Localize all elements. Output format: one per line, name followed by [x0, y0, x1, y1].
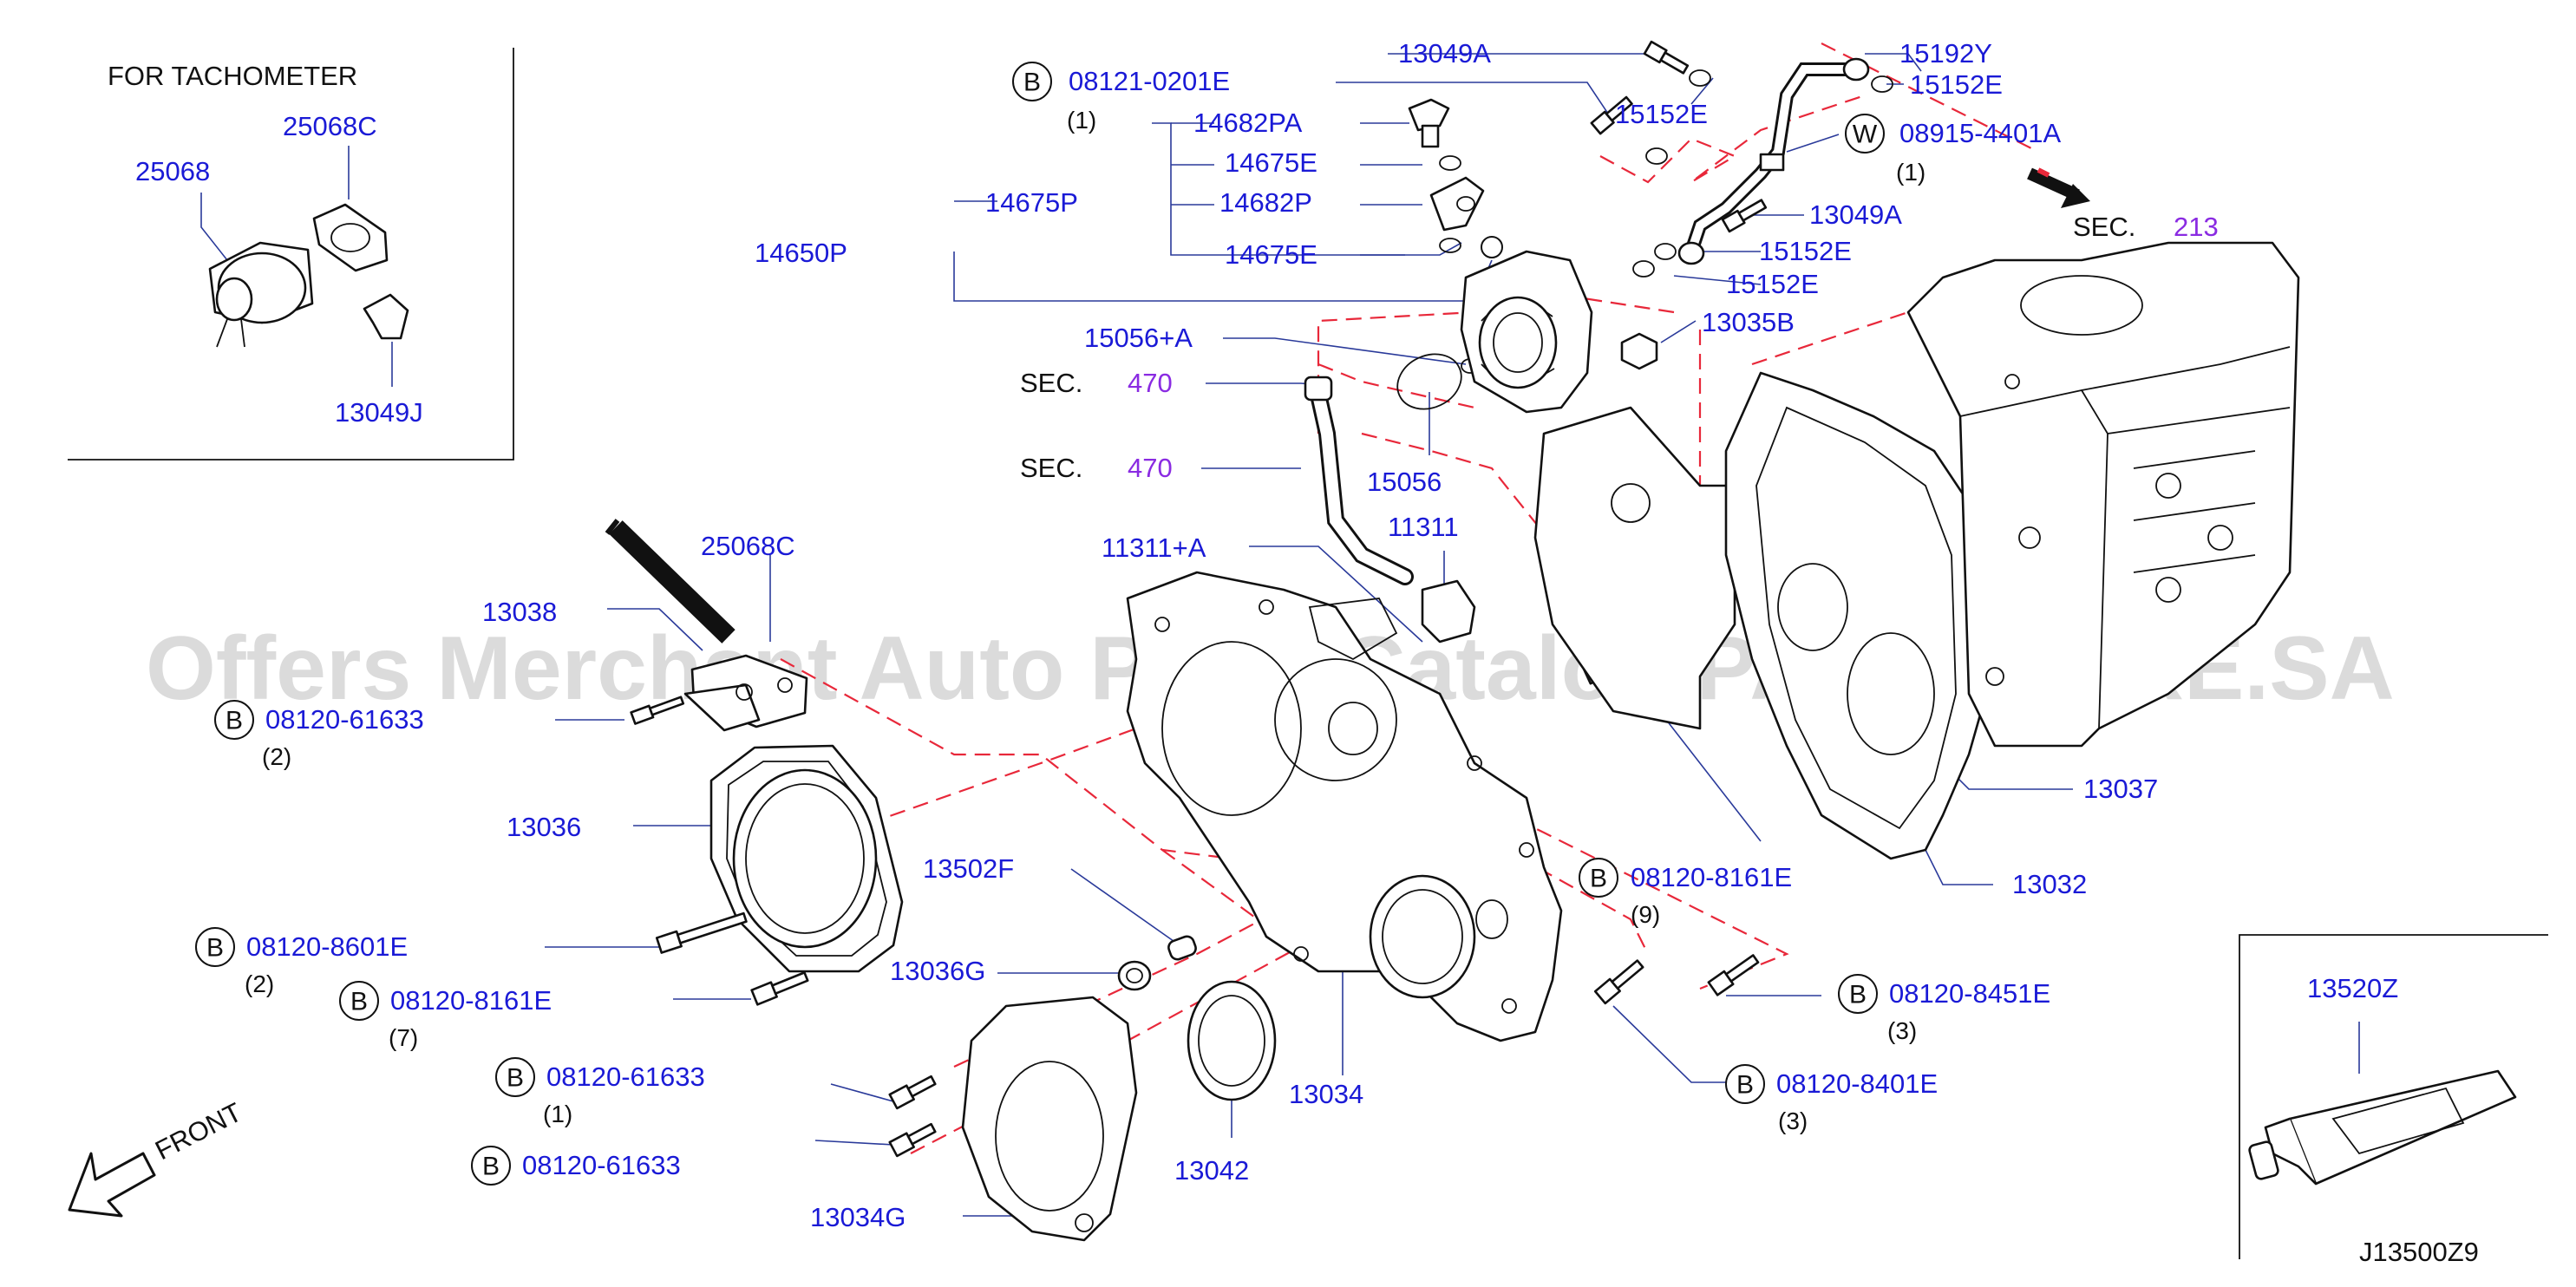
small-fittings-drawing — [1117, 935, 1197, 991]
svg-text:W: W — [1853, 121, 1878, 149]
callout-08120-8161e-a: 08120-8161E — [390, 985, 552, 1016]
label-14675e-b: 14675E — [1225, 239, 1317, 270]
svg-text:B: B — [482, 1153, 500, 1181]
callout-08120-8401e: 08120-8401E — [1776, 1068, 1938, 1099]
label-sec-470-a-num: 470 — [1128, 368, 1173, 398]
label-13034: 13034 — [1289, 1079, 1363, 1109]
sealant-tube-drawing — [2248, 1069, 2517, 1186]
label-15192y: 15192Y — [1899, 38, 1992, 69]
front-cover-gasket-13036-drawing — [709, 744, 904, 973]
label-15152e-d: 15152E — [1726, 269, 1819, 299]
svg-text:B: B — [1590, 865, 1607, 893]
callout-08120-61633-a-qty: (2) — [262, 743, 291, 770]
label-sec-470-b-num: 470 — [1128, 453, 1173, 483]
label-13049j: 13049J — [335, 397, 423, 428]
callout-08120-61633-a: 08120-61633 — [265, 704, 424, 735]
callout-08120-8401e-qty: (3) — [1778, 1107, 1808, 1134]
svg-text:B: B — [1736, 1071, 1754, 1100]
front-timing-cover-13034-drawing — [1126, 571, 1563, 1042]
label-13520z: 13520Z — [2307, 973, 2398, 1003]
label-15152e-mid: 15152E — [1615, 99, 1708, 129]
callout-08120-8161e-b-qty: (9) — [1631, 901, 1660, 928]
label-13034g: 13034G — [810, 1202, 906, 1232]
label-13036g: 13036G — [890, 956, 985, 986]
label-13049a-top: 13049A — [1398, 38, 1491, 69]
tachometer-sensor-drawing — [208, 203, 409, 348]
callout-08120-8161e-a-qty: (7) — [389, 1024, 418, 1051]
label-15152e-c: 15152E — [1759, 236, 1852, 266]
label-13049a-mid: 13049A — [1809, 199, 1902, 230]
bolts — [630, 40, 1768, 1158]
o-ring-drawing — [1396, 353, 1462, 410]
timing-gasket-13032-drawing — [1724, 371, 1988, 860]
svg-text:B: B — [1849, 981, 1867, 1009]
label-13502f: 13502F — [923, 853, 1014, 884]
callout-08915-4401a-qty: (1) — [1896, 159, 1925, 186]
label-13037: 13037 — [2083, 774, 2158, 804]
callout-08120-8601e-qty: (2) — [245, 970, 274, 997]
callout-08120-8601e: 08120-8601E — [246, 931, 408, 962]
label-14675e-a: 14675E — [1225, 147, 1317, 178]
label-11311-a: 11311+A — [1102, 532, 1206, 563]
label-11311: 11311 — [1388, 512, 1459, 542]
svg-text:B: B — [507, 1064, 524, 1093]
callout-08120-8451e: 08120-8451E — [1889, 978, 2050, 1009]
label-13042: 13042 — [1174, 1155, 1249, 1186]
label-15056-a: 15056+A — [1084, 323, 1193, 353]
cover-13034g-drawing — [961, 996, 1138, 1242]
vacuum-pump-drawing — [1460, 236, 1593, 414]
labels: FOR TACHOMETER 25068 25068C 13049J 25068… — [108, 38, 2479, 1267]
svg-text:B: B — [206, 934, 224, 963]
tachometer-inset-frame — [68, 48, 514, 461]
callout-08915-4401a: 08915-4401A — [1899, 118, 2061, 148]
label-13036: 13036 — [507, 812, 581, 842]
banjo-fitting-drawing — [1408, 98, 1485, 253]
label-13035b: 13035B — [1702, 307, 1795, 337]
label-15152e-top: 15152E — [1910, 69, 2003, 100]
label-15056: 15056 — [1367, 467, 1442, 497]
svg-text:B: B — [226, 707, 243, 735]
oil-seal-13042-drawing — [1187, 980, 1277, 1101]
label-13032: 13032 — [2012, 869, 2087, 899]
svg-text:B: B — [350, 988, 368, 1016]
vacuum-hose-drawing — [1304, 376, 1414, 585]
callout-08120-8161e-b: 08120-8161E — [1631, 862, 1792, 892]
gasket-11311-drawing — [1421, 579, 1476, 644]
label-sec-470-a: SEC. — [1020, 368, 1082, 398]
callout-08120-61633-b-qty: (1) — [543, 1101, 572, 1127]
label-25068c-inset: 25068C — [283, 111, 377, 141]
label-sec-213-num: 213 — [2174, 212, 2219, 242]
label-25068: 25068 — [135, 156, 210, 186]
callout-08121-0201e-qty: (1) — [1067, 107, 1096, 134]
label-25068c: 25068C — [701, 531, 795, 561]
callout-symbols: B W B B B B B B B B — [195, 62, 1885, 1186]
svg-text:B: B — [1023, 69, 1041, 97]
label-14675p: 14675P — [985, 187, 1078, 218]
oil-tube-drawing — [1677, 57, 1870, 265]
tachometer-inset-title: FOR TACHOMETER — [108, 61, 357, 91]
callout-08121-0201e: 08121-0201E — [1069, 66, 1230, 96]
sec-213-arrow-icon — [2027, 167, 2090, 208]
label-sec-213: SEC. — [2073, 212, 2135, 242]
callout-08120-61633-b: 08120-61633 — [546, 1062, 705, 1092]
diagram-id: J13500Z9 — [2359, 1237, 2479, 1267]
cylinder-block-drawing — [1906, 241, 2300, 748]
sealant-inset-frame — [2239, 934, 2548, 1259]
callout-08120-8451e-qty: (3) — [1887, 1017, 1917, 1044]
label-14682pa: 14682PA — [1193, 108, 1303, 138]
rear-plate-13037-drawing — [1533, 406, 1736, 730]
plug-13038-drawing — [605, 519, 808, 732]
front-arrow-icon — [68, 1152, 156, 1218]
callout-08120-61633-c: 08120-61633 — [522, 1150, 681, 1180]
label-13038: 13038 — [482, 597, 557, 627]
label-14650p: 14650P — [755, 238, 847, 268]
label-14682p: 14682P — [1219, 187, 1312, 218]
label-sec-470-b: SEC. — [1020, 453, 1082, 483]
front-label: FRONT — [150, 1097, 246, 1166]
